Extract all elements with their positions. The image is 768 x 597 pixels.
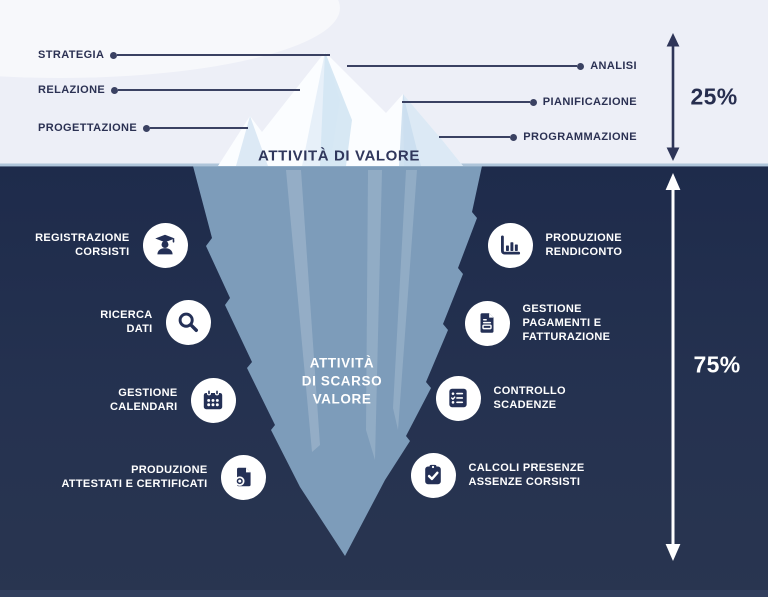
item-produzione-rendiconto: PRODUZIONE RENDICONTO	[487, 222, 623, 268]
connector-line	[401, 101, 530, 103]
label-text: STRATEGIA	[38, 49, 105, 61]
item-icon-circle	[435, 375, 481, 421]
deep-percent: 75%	[693, 351, 741, 378]
item-gestione-pagamenti: GESTIONE PAGAMENTI E FATTURAZIONE	[464, 300, 611, 346]
iceberg-facet	[403, 94, 463, 166]
item-label: PRODUZIONE ATTESTATI E CERTIFICATI	[61, 463, 208, 490]
item-icon-circle	[165, 299, 211, 345]
deep-measure-arrow	[665, 173, 681, 561]
connector-line	[118, 89, 301, 91]
surface-label-progettazione: PROGETTAZIONE	[38, 122, 249, 134]
connector-dot	[577, 62, 585, 70]
surface-label-analisi: ANALISI	[347, 60, 637, 72]
sky-highlight	[0, 0, 340, 78]
iceberg-facet	[320, 52, 352, 166]
search-icon	[178, 312, 198, 332]
iceberg-streak	[366, 170, 382, 460]
checklist-icon	[449, 388, 467, 408]
connector-dot	[529, 98, 537, 106]
item-label: REGISTRAZIONE CORSISTI	[35, 231, 130, 258]
connector-dot	[110, 51, 118, 59]
item-label: GESTIONE PAGAMENTI E FATTURAZIONE	[522, 302, 611, 344]
label-text: ANALISI	[590, 60, 637, 72]
surface-label-relazione: RELAZIONE	[38, 84, 301, 96]
iceberg-streak	[286, 170, 320, 452]
item-registrazione-corsisti: REGISTRAZIONE CORSISTI	[35, 222, 188, 268]
graduate-icon	[155, 234, 175, 255]
surface-measure-arrow	[666, 33, 680, 161]
underwater-title: ATTIVITÀ DI SCARSO VALORE	[301, 355, 383, 408]
connector-dot	[111, 86, 119, 94]
item-label: GESTIONE CALENDARI	[110, 386, 178, 413]
label-text: RELAZIONE	[38, 84, 106, 96]
surface-percent: 25%	[690, 83, 738, 110]
item-label: CALCOLI PRESENZE ASSENZE CORSISTI	[468, 461, 585, 488]
item-label: PRODUZIONE RENDICONTO	[545, 231, 623, 258]
certificate-icon	[234, 467, 251, 487]
item-icon-circle	[410, 452, 456, 498]
item-icon-circle	[142, 222, 188, 268]
connector-line	[347, 65, 578, 67]
item-icon-circle	[220, 454, 266, 500]
surface-title: ATTIVITÀ DI VALORE	[258, 147, 420, 165]
item-icon-circle	[190, 377, 236, 423]
item-icon-circle	[487, 222, 533, 268]
item-label: RICERCA DATI	[100, 308, 153, 335]
connector-line	[117, 54, 331, 56]
surface-label-strategia: STRATEGIA	[38, 49, 331, 61]
surface-label-programmazione: PROGRAMMAZIONE	[439, 131, 637, 143]
connector-dot	[510, 133, 518, 141]
iceberg-streak	[393, 170, 417, 430]
label-text: PROGRAMMAZIONE	[523, 131, 637, 143]
item-controllo-scadenze: CONTROLLO SCADENZE	[435, 375, 566, 421]
clipboard-check-icon	[425, 464, 441, 485]
water-floor-band	[0, 590, 768, 597]
connector-dot	[143, 124, 151, 132]
item-icon-circle	[464, 300, 510, 346]
calendar-icon	[203, 389, 223, 410]
item-gestione-calendari: GESTIONE CALENDARI	[110, 377, 236, 423]
item-produzione-attestati: PRODUZIONE ATTESTATI E CERTIFICATI	[61, 454, 266, 500]
label-text: PIANIFICAZIONE	[542, 96, 637, 108]
iceberg-facet	[236, 116, 268, 166]
item-ricerca-dati: RICERCA DATI	[100, 299, 211, 345]
bar-chart-icon	[501, 235, 521, 255]
surface-label-pianificazione: PIANIFICAZIONE	[401, 96, 637, 108]
connector-line	[439, 136, 511, 138]
connector-line	[150, 127, 249, 129]
iceberg-underwater	[193, 166, 482, 556]
iceberg-facet	[399, 94, 421, 166]
item-label: CONTROLLO SCADENZE	[493, 384, 566, 411]
invoice-icon	[480, 313, 494, 333]
item-calcoli-presenze: CALCOLI PRESENZE ASSENZE CORSISTI	[410, 452, 585, 498]
label-text: PROGETTAZIONE	[38, 122, 138, 134]
